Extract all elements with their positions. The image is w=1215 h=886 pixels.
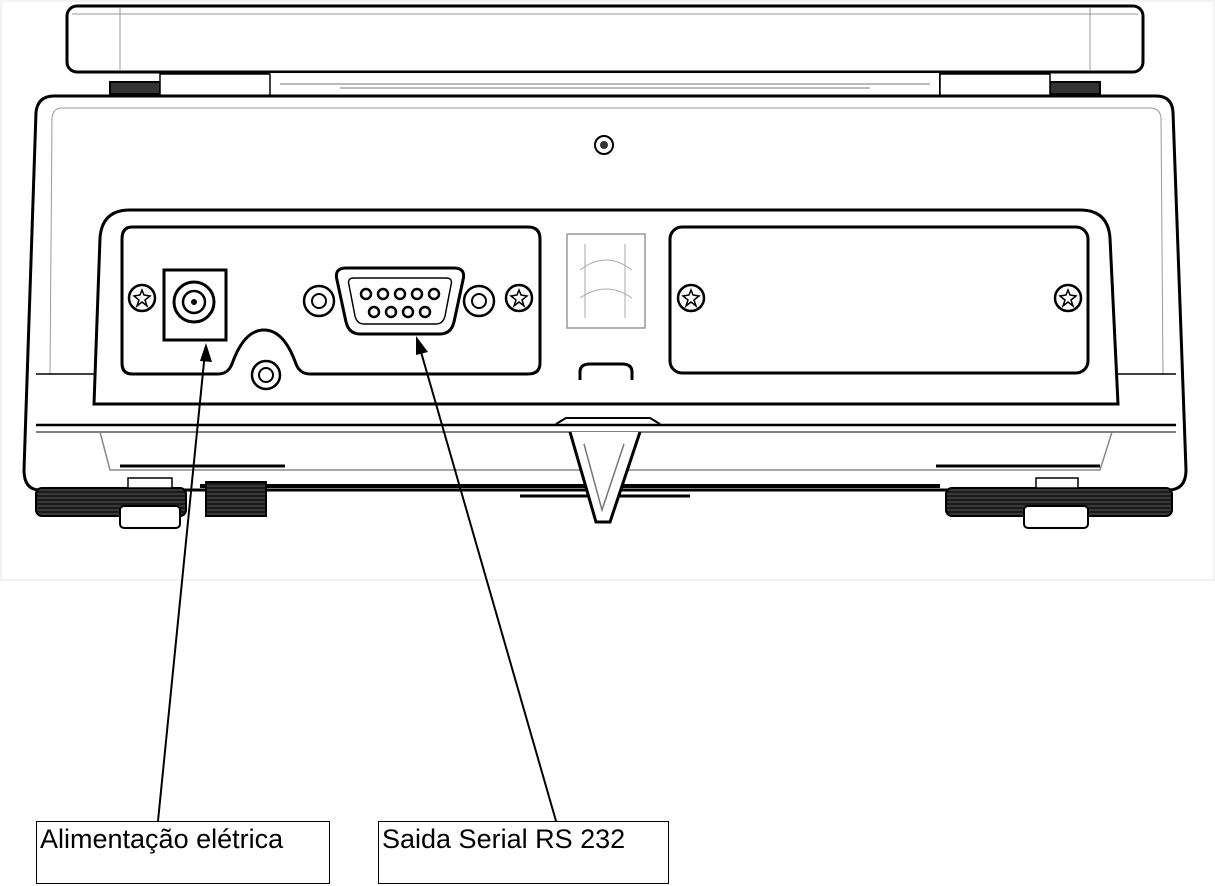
power-jack [162, 268, 228, 342]
callout-power-label: Alimentação elétrica [40, 824, 284, 854]
ground-terminal-icon [250, 359, 282, 391]
blank-cover-plate [668, 225, 1090, 375]
top-screw-icon [594, 135, 614, 155]
platform-support [109, 71, 1101, 97]
weighing-platform [65, 4, 1145, 74]
scale-base [99, 417, 1113, 524]
center-slot [566, 233, 646, 380]
torx-screw-icon [504, 283, 534, 313]
torx-screw-icon [127, 283, 157, 313]
foot-left [35, 477, 267, 529]
callout-serial-label: Saida Serial RS 232 [382, 824, 626, 854]
callout-serial-output: Saida Serial RS 232 [378, 821, 669, 884]
db9-serial-connector [302, 266, 496, 336]
drawing-frame [0, 0, 1215, 581]
callout-arrow-serial [416, 336, 557, 822]
callout-arrow-power [157, 343, 212, 822]
callout-power-supply: Alimentação elétrica [36, 821, 330, 884]
foot-right [945, 477, 1173, 529]
